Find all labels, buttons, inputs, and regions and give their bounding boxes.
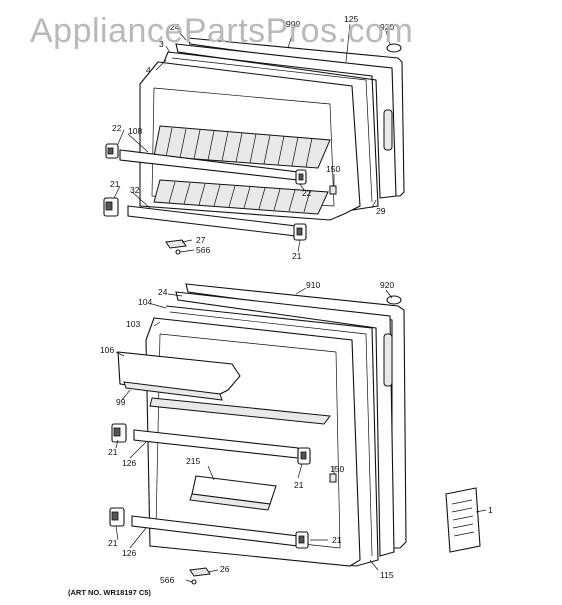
callout-115: 115	[380, 570, 394, 580]
freezer-lower-shelf	[153, 179, 329, 215]
fresh-food-callouts: 910 920 24 104 103 106 99 21 126 215 21 …	[100, 280, 493, 585]
freezer-outer-door-face	[175, 43, 397, 199]
callout-29: 29	[376, 206, 386, 216]
callout-126: 126	[122, 548, 136, 558]
callout-26: 26	[220, 564, 230, 574]
callout-104: 104	[138, 297, 152, 307]
owners-manual	[445, 487, 481, 553]
freezer-part-27	[165, 239, 187, 249]
freezer-callouts: 24 3 900 125 920 4 22 108 21 32 150 22 2…	[110, 14, 394, 261]
fresh-food-screw-566	[191, 579, 197, 585]
dairy-compartment-front	[123, 381, 223, 401]
freezer-part-150	[329, 185, 337, 195]
fresh-food-bracket-left-lower	[109, 507, 125, 527]
freezer-door-gasket-inner	[171, 57, 373, 203]
freezer-handle-recess	[383, 109, 393, 151]
freezer-door-assembly	[103, 37, 405, 255]
freezer-shelf-bracket-right-upper	[295, 169, 307, 185]
callout-21: 21	[332, 535, 342, 545]
callout-106: 106	[100, 345, 114, 355]
fresh-food-handle-recess	[383, 333, 393, 387]
callout-150: 150	[330, 464, 344, 474]
freezer-leader-lines	[113, 23, 391, 253]
callout-24: 24	[170, 22, 180, 32]
callout-566: 566	[196, 245, 210, 255]
callout-4: 4	[146, 65, 151, 75]
callout-22: 22	[112, 123, 122, 133]
callout-150: 150	[326, 164, 340, 174]
callout-27: 27	[196, 235, 206, 245]
freezer-shelf-ribs	[165, 127, 313, 168]
fresh-food-part-920	[386, 295, 402, 305]
fresh-food-bracket-left-upper	[111, 423, 127, 443]
fresh-food-bracket-right-upper	[297, 447, 311, 465]
callout-1: 1	[488, 505, 493, 515]
freezer-shelf-bracket-left-lower	[103, 197, 119, 217]
callout-21: 21	[294, 480, 304, 490]
fresh-food-leader-lines	[115, 287, 487, 583]
callout-566: 566	[160, 575, 174, 585]
freezer-shelf-bracket-right-lower	[293, 223, 307, 241]
freezer-lower-shelf-ribs	[168, 181, 311, 213]
callout-103: 103	[126, 319, 140, 329]
freezer-door-gasket	[163, 51, 379, 213]
callout-21: 21	[108, 447, 118, 457]
freezer-screw-566	[175, 249, 181, 255]
fresh-food-door-gasket-inner	[169, 311, 373, 557]
callout-22: 22	[302, 188, 312, 198]
callout-21: 21	[292, 251, 302, 261]
callout-24: 24	[158, 287, 168, 297]
callout-21: 21	[108, 538, 118, 548]
watermark: AppliancePartsPros.com	[30, 12, 414, 50]
fresh-food-upper-shelf	[149, 397, 331, 425]
art-number: (ART NO. WR18197 C5)	[68, 588, 151, 597]
callout-920: 920	[380, 22, 394, 32]
callout-108: 108	[128, 126, 142, 136]
fresh-food-door-assembly	[109, 43, 407, 585]
callout-21: 21	[110, 179, 120, 189]
freezer-part-920	[386, 43, 402, 53]
callout-126: 126	[122, 458, 136, 468]
callout-910: 910	[306, 280, 320, 290]
callout-32: 32	[130, 185, 140, 195]
fresh-food-part-150	[329, 473, 337, 483]
callout-3: 3	[159, 39, 164, 49]
callout-125: 125	[344, 14, 358, 24]
callout-920: 920	[380, 280, 394, 290]
callout-900: 900	[286, 19, 300, 29]
freezer-upper-shelf	[153, 125, 331, 169]
fresh-food-part-26	[189, 567, 211, 577]
fresh-food-outer-door-face	[175, 291, 395, 557]
egg-tray-front	[189, 493, 271, 511]
fresh-food-bracket-right-lower	[295, 531, 309, 549]
freezer-shelf-bracket-left-upper	[105, 143, 119, 159]
callout-99: 99	[116, 397, 126, 407]
callout-215: 215	[186, 456, 200, 466]
